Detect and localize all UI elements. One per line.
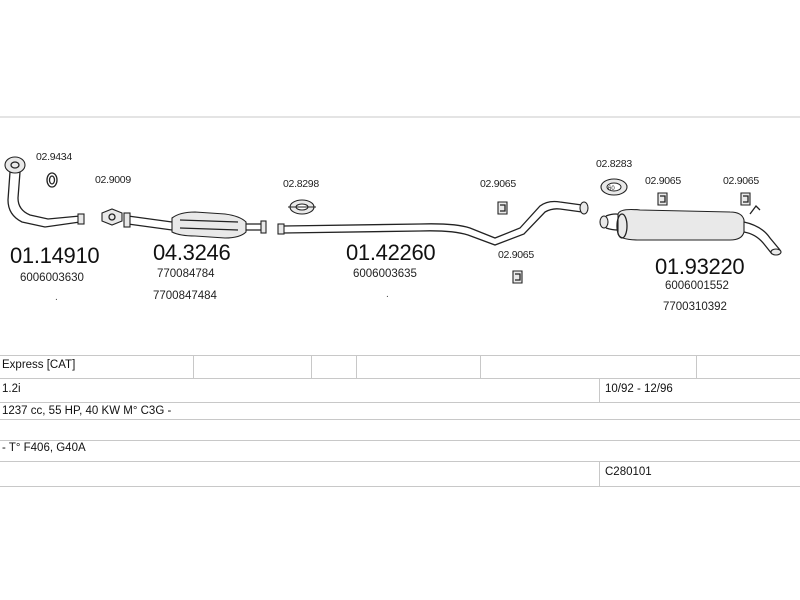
dot-marker: . [55,292,58,303]
application-code: C280101 [605,466,652,478]
oem-ref: 7700847484 [153,290,217,302]
flange-gasket-icon [101,208,123,226]
accessory-label: 02.9065 [645,175,681,187]
accessory-label: 02.8298 [283,178,319,190]
hanger-icon [740,192,751,206]
svg-text:60: 60 [608,186,615,192]
part-number-rear-silencer: 01.93220 [655,254,745,279]
middle-pipe-drawing [277,200,589,246]
oem-ref: 6006001552 [665,280,729,292]
hanger-icon [512,270,523,284]
clamp-icon [288,199,316,215]
hanger-icon [657,192,668,206]
vehicle-model: Express [CAT] [2,359,76,371]
production-years: 10/92 - 12/96 [605,383,673,395]
accessory-label: 02.9065 [480,178,516,190]
vehicle-type: - T° F406, G40A [2,442,86,454]
rear-silencer-drawing [599,205,782,256]
gasket-ring-icon [46,172,58,188]
hanger-icon [497,201,508,215]
accessory-label: 02.9009 [95,174,131,186]
accessory-label: 02.9065 [723,175,759,187]
oem-ref: 6006003635 [353,268,417,280]
accessory-label: 02.9434 [36,151,72,163]
oem-ref: 7700310392 [663,301,727,313]
oem-ref: 6006003630 [20,272,84,284]
front-pipe-drawing [4,156,85,228]
dot-marker: . [386,289,389,300]
accessory-label: 02.8283 [596,158,632,170]
engine: 1.2i [2,383,21,395]
part-number-front-pipe: 01.14910 [10,243,100,268]
part-number-catalyst: 04.3246 [153,240,231,265]
part-number-middle-pipe: 01.42260 [346,240,436,265]
accessory-label: 02.9065 [498,249,534,261]
oem-ref: 770084784 [157,268,215,280]
clamp-icon: 60 [600,178,628,196]
engine-spec: 1237 cc, 55 HP, 40 KW M° C3G - [2,405,172,417]
catalyst-drawing [123,211,267,239]
